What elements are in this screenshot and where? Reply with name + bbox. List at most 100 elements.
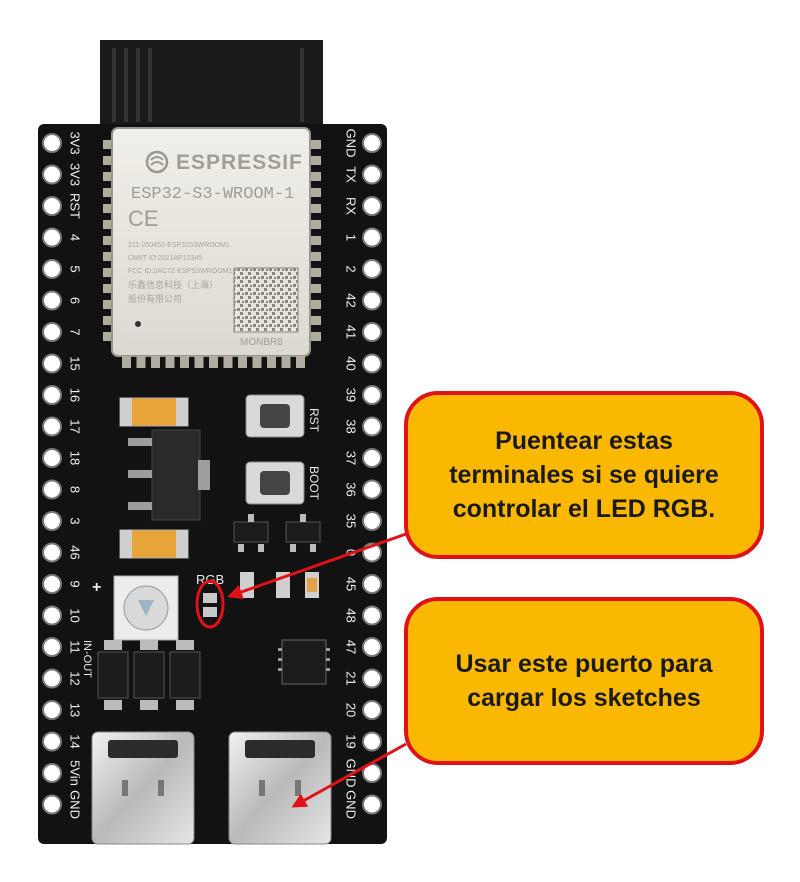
castellation-pad: [122, 356, 131, 368]
castellation-pad: [309, 236, 321, 245]
pin-hole: [362, 227, 382, 248]
pin-label: 12: [68, 671, 83, 685]
pin-hole: [362, 290, 382, 311]
castellation-pad: [103, 316, 115, 325]
castellation-pad: [103, 156, 115, 165]
rgb-led: [113, 575, 179, 641]
castellation-pad: [103, 332, 115, 341]
pin-hole: [362, 322, 382, 342]
module-code: MONBR8: [240, 337, 283, 348]
pin-hole: [42, 637, 62, 657]
castellation-pad: [103, 188, 115, 197]
castellation-pad: [103, 140, 115, 149]
pin-hole: [42, 511, 62, 531]
espressif-logo-icon: [145, 150, 169, 174]
pin-hole: [42, 605, 62, 626]
castellation-pad: [309, 220, 321, 229]
pin-label: 3V3: [68, 131, 83, 154]
rgb-label: RGB: [196, 572, 224, 587]
pin-label: TX: [344, 166, 359, 183]
usb-bridge-chip: [281, 639, 327, 685]
pin-hole: [362, 196, 382, 216]
pin-label: 47: [344, 640, 359, 654]
castellation-pad: [136, 356, 146, 368]
castellation-pad: [103, 204, 115, 213]
pin-label: 3: [68, 517, 83, 524]
boot-button: [245, 461, 305, 505]
castellation-pad: [309, 316, 321, 325]
pin-hole: [362, 479, 382, 500]
arrow-usb: [291, 742, 407, 808]
boot-label: BOOT: [307, 466, 321, 501]
pin-hole: [362, 164, 382, 185]
pin-hole: [42, 700, 62, 720]
castellation-pad: [309, 332, 321, 341]
pin-label: 42: [344, 293, 359, 307]
callout-usb-line-2: cargar los sketches: [467, 684, 701, 712]
pin-hole: [362, 668, 382, 689]
castellation-pad: [103, 284, 115, 293]
usb-c-port-right: [228, 731, 332, 845]
pin-label: 39: [344, 388, 359, 402]
cert-line-1: 211-200452-ESP32S3WROOM1: [128, 242, 230, 249]
pin-label: GND: [344, 790, 359, 819]
pin-hole: [42, 731, 62, 752]
pin-hole: [42, 763, 62, 783]
callout-usb-line-1: Usar este puerto para: [455, 650, 713, 678]
pin-hole: [362, 448, 382, 468]
reset-button: [245, 394, 305, 438]
pin-label: 48: [344, 608, 359, 622]
castellation-pad: [180, 356, 189, 368]
module-brand: ESPRESSIF: [176, 151, 303, 174]
pin-hole: [42, 479, 62, 500]
pin-hole: [42, 353, 62, 374]
pin-label: 4: [68, 234, 83, 241]
pin-label: RX: [344, 197, 359, 215]
qr-code: [233, 267, 299, 333]
pin-label: 21: [344, 671, 359, 685]
arrow-rgb: [227, 532, 407, 600]
castellation-pad: [309, 284, 321, 293]
pin-label: 46: [68, 545, 83, 559]
callout-rgb-line-3: controlar el LED RGB.: [452, 495, 716, 523]
maker-line-2: 股份有限公司: [128, 293, 182, 305]
in-out-label: IN-OUT: [81, 640, 93, 678]
castellation-pad: [267, 356, 276, 368]
pin-label: 8: [68, 486, 83, 493]
pin-label: 11: [68, 640, 83, 654]
castellation-pad: [309, 172, 321, 181]
pin-hole: [42, 416, 62, 437]
castellation-pad: [309, 188, 321, 197]
left-pin-header: 3V33V3RST4567151617188346910111213145Vin…: [42, 131, 83, 819]
pin-hole: [362, 794, 382, 815]
castellation-pad: [309, 140, 321, 149]
pin-label: 45: [344, 577, 359, 591]
ce-mark: CE: [128, 206, 159, 231]
pin-label: 17: [68, 419, 83, 433]
cert-line-3: FCC ID:2AC7Z-ESPS3WROOM1: [128, 268, 232, 275]
pin-hole: [362, 637, 382, 657]
callout-rgb-line-1: Puentear estas: [495, 427, 673, 455]
module-model: ESP32-S3-WROOM-1: [131, 185, 294, 204]
pin-label: 5Vin: [68, 760, 83, 786]
castellation-pad: [296, 356, 305, 368]
castellation-pad: [103, 300, 115, 309]
castellation-pad: [223, 356, 233, 368]
castellation-pad: [309, 156, 321, 165]
castellation-pad: [252, 356, 262, 368]
castellation-pad: [103, 236, 115, 245]
pin-hole: [42, 668, 62, 689]
castellation-pad: [309, 300, 321, 309]
pin-label: 19: [344, 734, 359, 748]
pin-label: 16: [68, 388, 83, 402]
pin-label: 38: [344, 419, 359, 433]
pin-label: 37: [344, 451, 359, 465]
castellation-pad: [165, 356, 175, 368]
pin-label: 7: [68, 328, 83, 335]
plus-label: +: [92, 579, 101, 596]
pin-label: 35: [344, 514, 359, 528]
pin-label: 10: [68, 608, 83, 622]
castellation-pad: [103, 252, 115, 261]
pin-hole: [362, 731, 382, 752]
antenna-area: [100, 40, 323, 130]
